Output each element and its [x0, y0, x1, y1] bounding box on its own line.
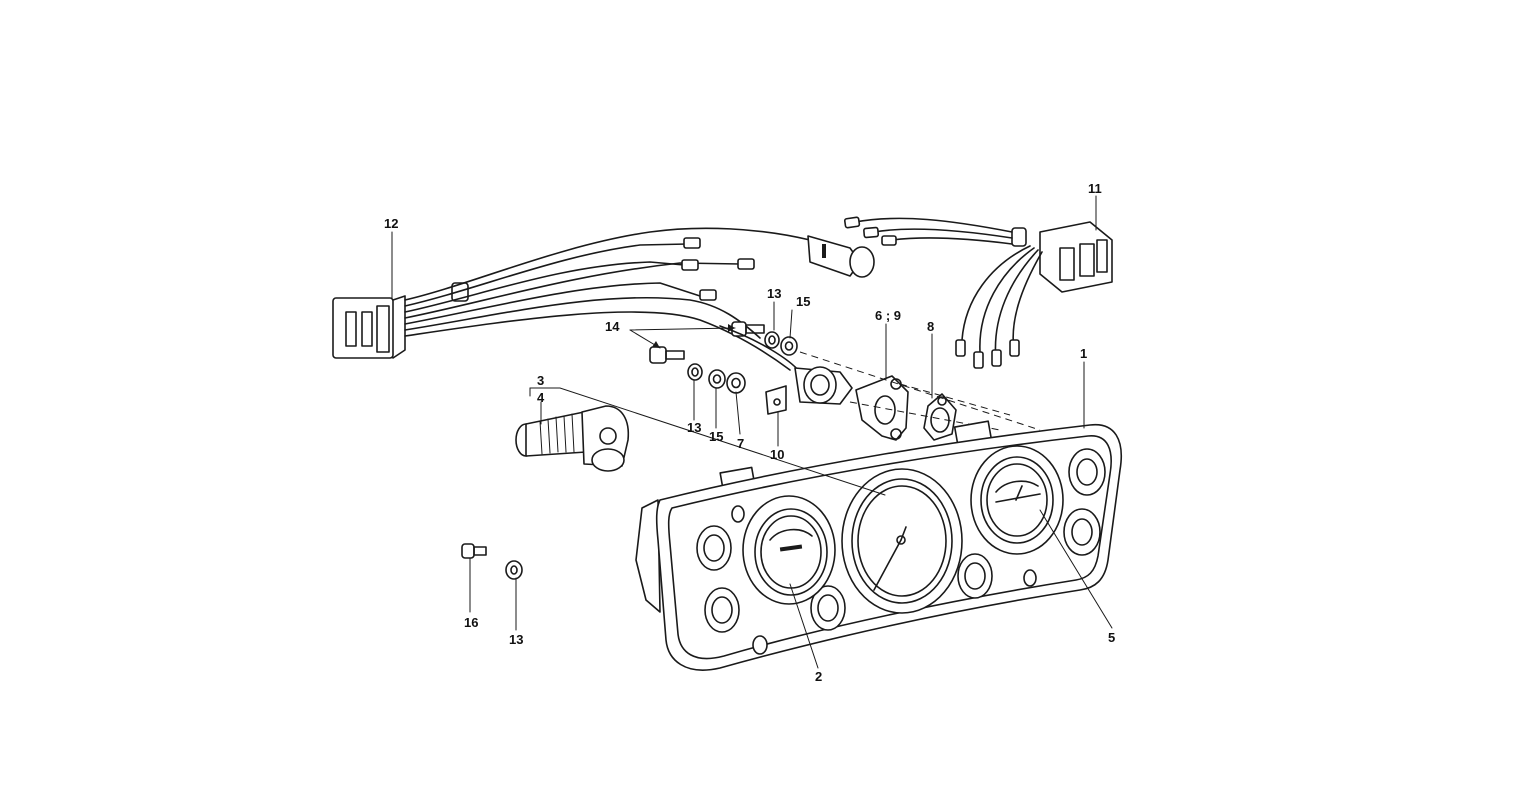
washer-15-lower: [708, 369, 726, 389]
callout-13-lower: 13: [687, 420, 701, 435]
callout-1: 1: [1080, 346, 1087, 361]
bulb-holder: [719, 325, 853, 405]
hardware-group: [649, 321, 1041, 441]
callout-10: 10: [770, 447, 784, 462]
connector-11: [1039, 221, 1113, 293]
wiring-harness-left: [332, 227, 875, 371]
gauge-2: [742, 495, 836, 605]
callout-6-9: 6 ; 9: [875, 308, 901, 323]
speedometer-gauge: [841, 468, 963, 614]
callout-13-loose: 13: [509, 632, 523, 647]
harness-sleeve: [451, 282, 469, 302]
gasket-8: [923, 393, 957, 441]
connector-12: [332, 295, 406, 359]
washer-13-lower: [687, 363, 703, 381]
callout-5: 5: [1108, 630, 1115, 645]
callout-14: 14: [605, 319, 620, 334]
callout-16: 16: [464, 615, 478, 630]
callout-13-upper: 13: [767, 286, 781, 301]
wiring-harness-right: [843, 216, 1113, 369]
callout-15-lower: 15: [709, 429, 723, 444]
lamp-housing-6-9: [855, 375, 909, 441]
speedometer-drive-fitting: [515, 405, 630, 472]
switch-sender: [807, 235, 875, 278]
callout-4: 4: [537, 390, 545, 405]
harness-wires-left: [404, 227, 811, 371]
warning-lamps: [696, 448, 1106, 655]
callout-labels: 1 2 3 4 5 6 ; 9 7 8 10 11 12 13 13 13 14…: [384, 181, 1115, 684]
screw-14-upper: [731, 321, 765, 337]
panel-back-tabs: [635, 499, 661, 613]
washer-7: [726, 372, 746, 394]
callout-3: 3: [537, 373, 544, 388]
leader-lines: [391, 195, 1113, 669]
callout-12: 12: [384, 216, 398, 231]
callout-15-upper: 15: [796, 294, 810, 309]
assembly-line-lower: [849, 401, 1001, 431]
clip-10: [765, 385, 787, 415]
instrument-panel-1: [635, 420, 1122, 671]
wire-terminals-left: [681, 237, 755, 301]
gauge-5: [970, 445, 1064, 555]
assembly-line-upper: [799, 351, 1041, 431]
wire-terminals-right: [843, 216, 1020, 369]
harness-sleeve-right: [1011, 227, 1027, 247]
nut-13-loose: [505, 560, 523, 580]
screw-14-lower: [649, 346, 685, 364]
callout-7: 7: [737, 436, 744, 451]
callout-8: 8: [927, 319, 934, 334]
screw-16: [461, 543, 487, 559]
washer-13-upper: [764, 331, 780, 349]
panel-inner-rim: [667, 435, 1112, 660]
callout-2: 2: [815, 669, 822, 684]
washer-15-upper: [780, 336, 798, 356]
callout-11: 11: [1088, 181, 1102, 196]
